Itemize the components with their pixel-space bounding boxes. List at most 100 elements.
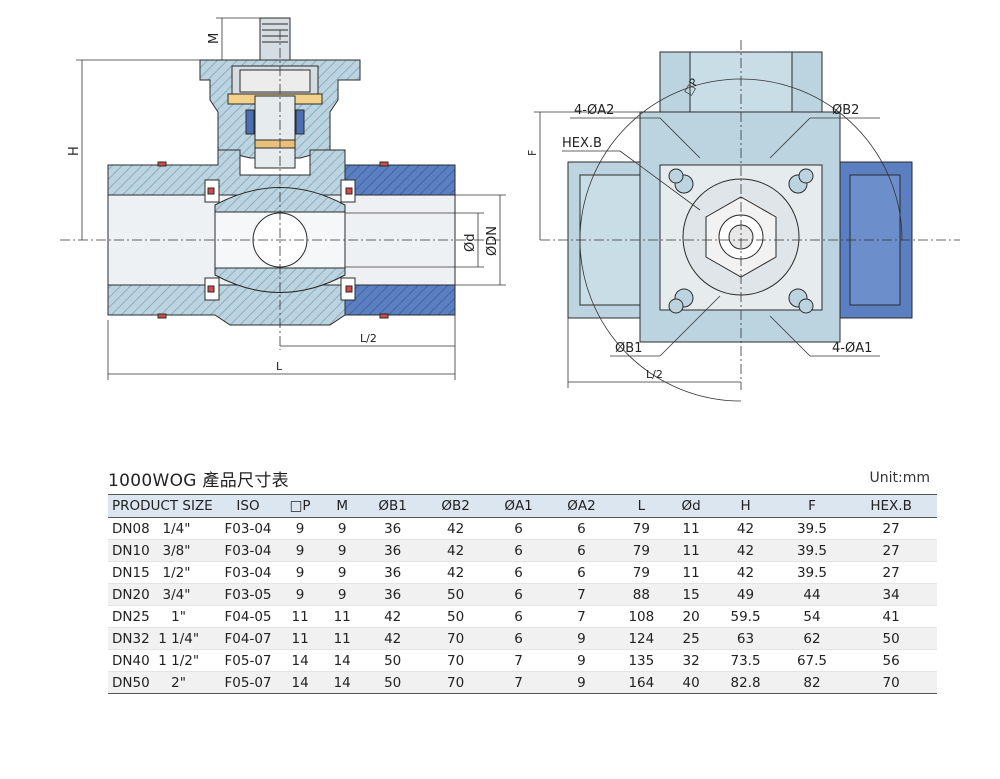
column-header: ØA2: [549, 494, 613, 518]
column-header: □P: [277, 494, 324, 518]
table-cell: 36: [361, 517, 425, 540]
table-cell: 9: [323, 583, 362, 606]
column-header: ØB1: [361, 494, 425, 518]
table-cell: 67.5: [778, 649, 846, 672]
table-cell: F03-05: [219, 583, 277, 606]
table-cell: 88: [612, 583, 670, 606]
table-cell: 54: [778, 605, 846, 628]
table-cell: 6: [487, 539, 550, 562]
table-cell: F03-04: [219, 561, 277, 584]
top-view: [567, 51, 913, 343]
dim-label-l: L: [276, 360, 283, 373]
table-cell: 6: [549, 539, 613, 562]
table-cell: 7: [487, 671, 550, 694]
table-cell: 27: [845, 539, 937, 562]
table-cell: 9: [549, 671, 613, 694]
table-cell: 135: [612, 649, 670, 672]
unit-label: Unit:mm: [869, 470, 931, 486]
table-cell: 50: [424, 605, 488, 628]
table-cell: 9: [277, 583, 324, 606]
column-header: ØB2: [424, 494, 488, 518]
table-cell: 6: [487, 561, 550, 584]
table-cell: 9: [323, 517, 362, 540]
table-cell: 79: [612, 517, 670, 540]
table-cell: 41: [845, 605, 937, 628]
table-cell: 32: [669, 649, 713, 672]
table-cell: 82.8: [712, 671, 779, 694]
table-cell: 36: [361, 561, 425, 584]
table-cell: 124: [612, 627, 670, 650]
table-cell: 50: [845, 627, 937, 650]
table-cell: 6: [487, 517, 550, 540]
table-cell: 9: [323, 539, 362, 562]
table-cell: 79: [612, 539, 670, 562]
table-cell: 49: [712, 583, 779, 606]
table-cell: 36: [361, 583, 425, 606]
table-cell: 7: [549, 605, 613, 628]
table-cell: 42: [424, 539, 488, 562]
table-cell: 27: [845, 517, 937, 540]
column-header: F: [778, 494, 846, 518]
table-cell: 70: [424, 627, 488, 650]
table-cell: 39.5: [778, 517, 846, 540]
table-cell: 11: [323, 605, 362, 628]
table-cell: 40: [669, 671, 713, 694]
table-cell: F03-04: [219, 517, 277, 540]
table-cell: 6: [549, 517, 613, 540]
table-cell: F03-04: [219, 539, 277, 562]
table-cell: 6: [549, 561, 613, 584]
table-cell: 82: [778, 671, 846, 694]
table-cell: 42: [361, 605, 425, 628]
dim-label-l-half: L/2: [360, 332, 377, 345]
table-cell: 79: [612, 561, 670, 584]
table-cell: 11: [669, 561, 713, 584]
table-cell: 42: [424, 561, 488, 584]
table-cell: 73.5: [712, 649, 779, 672]
table-cell: 20: [669, 605, 713, 628]
column-header: L: [612, 494, 670, 518]
table-cell: 27: [845, 561, 937, 584]
column-header: Ød: [669, 494, 713, 518]
table-cell: DN08 1/4": [108, 517, 219, 540]
table-cell: 9: [277, 539, 324, 562]
table-cell: 15: [669, 583, 713, 606]
table-cell: 14: [277, 671, 324, 694]
table-cell: 7: [487, 649, 550, 672]
table-cell: 42: [712, 561, 779, 584]
dim-label-a1: 4-ØA1: [832, 341, 872, 356]
table-cell: 70: [845, 671, 937, 694]
table-cell: 108: [612, 605, 670, 628]
table-cell: 62: [778, 627, 846, 650]
table-cell: 70: [424, 649, 488, 672]
table-cell: DN20 3/4": [108, 583, 219, 606]
dim-label-l-half-right: L/2: [646, 368, 663, 381]
table-cell: 14: [323, 671, 362, 694]
column-header: ØA1: [487, 494, 550, 518]
table-cell: 7: [549, 583, 613, 606]
table-cell: 11: [323, 627, 362, 650]
table-cell: F05-07: [219, 671, 277, 694]
table-cell: 11: [277, 627, 324, 650]
table-cell: 42: [712, 517, 779, 540]
table-cell: 59.5: [712, 605, 779, 628]
table-cell: 50: [361, 671, 425, 694]
table-cell: 9: [277, 517, 324, 540]
table-cell: 63: [712, 627, 779, 650]
table-cell: 9: [323, 561, 362, 584]
table-cell: 39.5: [778, 561, 846, 584]
table-cell: DN15 1/2": [108, 561, 219, 584]
table-cell: 36: [361, 539, 425, 562]
table-cell: 42: [361, 627, 425, 650]
table-cell: 9: [277, 561, 324, 584]
table-title: 1000WOG 產品尺寸表: [108, 471, 289, 491]
table-cell: 34: [845, 583, 937, 606]
column-header: ISO: [219, 494, 277, 518]
table-cell: 11: [277, 605, 324, 628]
table-cell: DN50 2": [108, 671, 219, 694]
table-cell: DN40 1 1/2": [108, 649, 219, 672]
table-cell: 14: [277, 649, 324, 672]
